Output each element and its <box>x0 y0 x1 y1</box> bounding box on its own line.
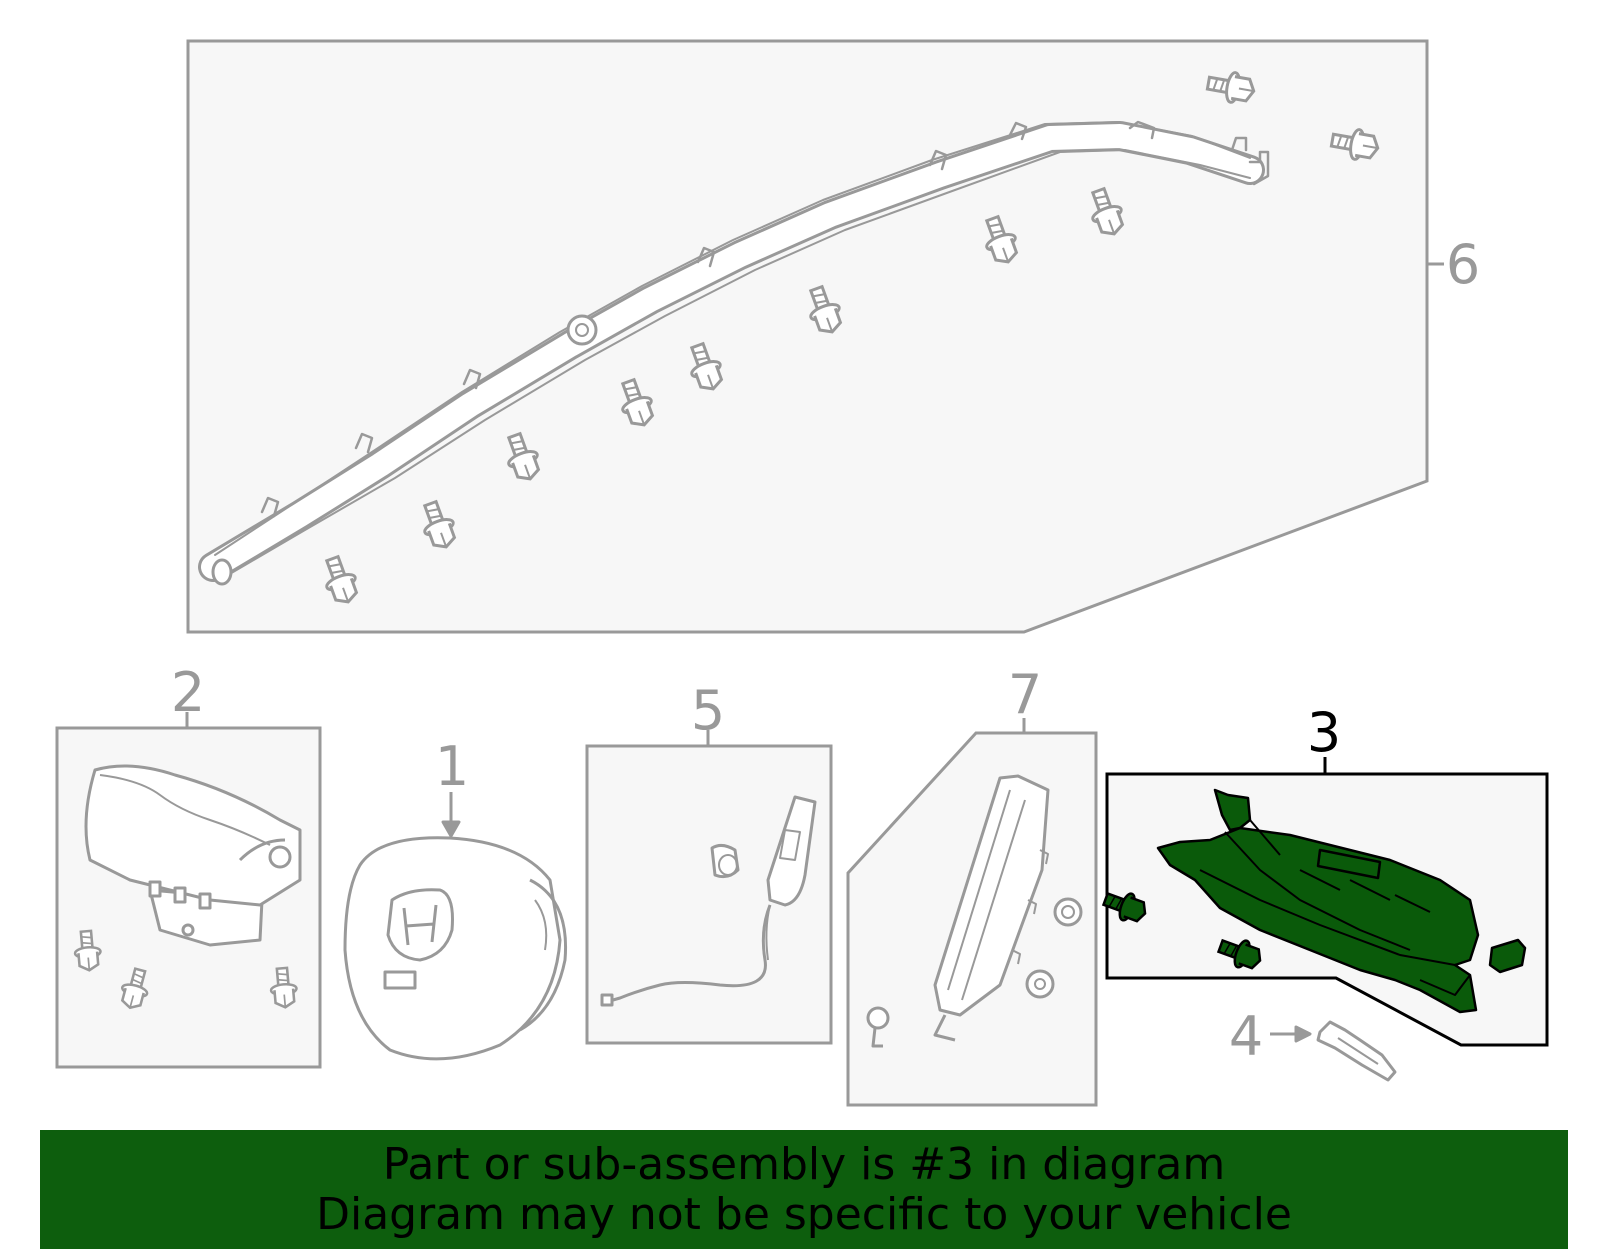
callout-1: 1 <box>434 735 470 798</box>
callout-7: 7 <box>1007 663 1043 726</box>
callout-6: 6 <box>1445 233 1481 296</box>
callout-3: 3 <box>1306 701 1342 764</box>
module-5-illustration <box>600 795 817 1007</box>
passenger-airbag-illustration <box>84 764 302 947</box>
callout-5: 5 <box>690 679 726 742</box>
module-7-illustration <box>866 774 1083 1048</box>
callout-4: 4 <box>1228 1005 1264 1068</box>
callout-2: 2 <box>170 661 206 724</box>
banner-line-1: Part or sub-assembly is #3 in diagram <box>382 1138 1226 1190</box>
part-3-illustration[interactable] <box>1156 788 1527 1014</box>
banner-line-2: Diagram may not be specific to your vehi… <box>316 1188 1292 1240</box>
steering-airbag-illustration <box>343 792 568 1061</box>
info-banner: Part or sub-assembly is #3 in diagram Di… <box>40 1130 1568 1249</box>
curtain-airbag-illustration <box>198 120 1270 586</box>
banner-background <box>40 1130 1568 1249</box>
part-4-illustration <box>1270 1020 1397 1082</box>
panel-6 <box>186 39 1444 634</box>
